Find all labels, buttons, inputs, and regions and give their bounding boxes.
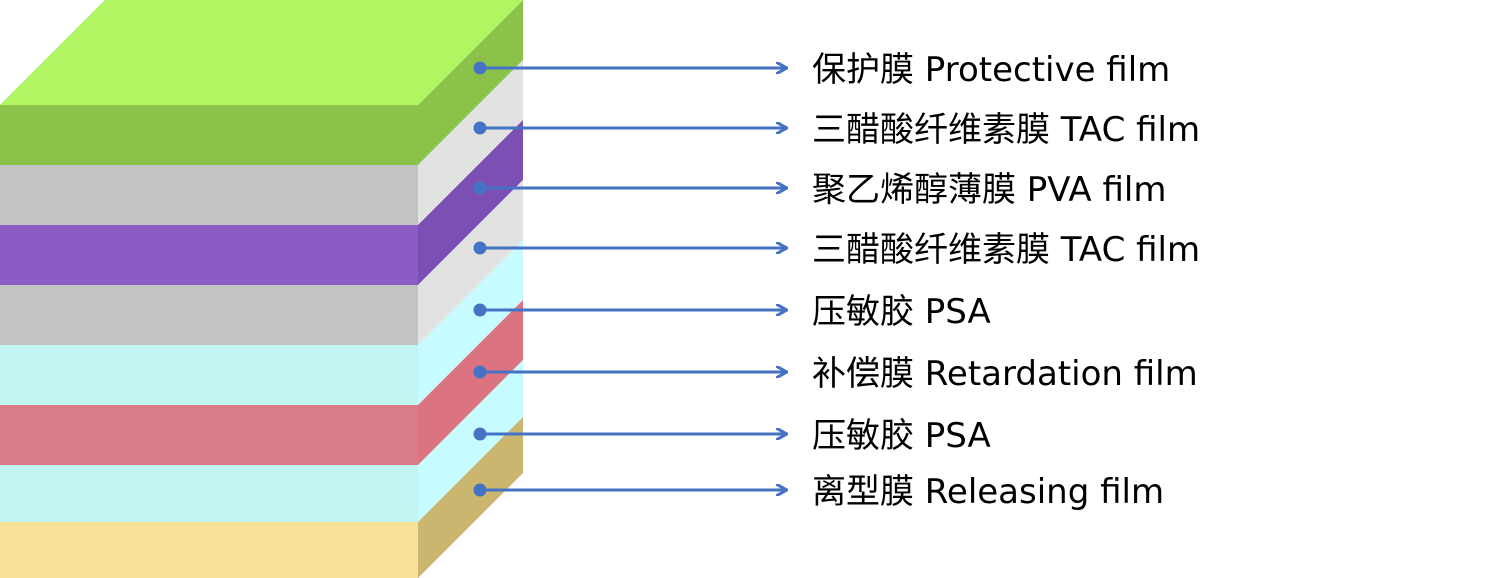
layer-side-3 xyxy=(418,120,523,285)
layer-side-7 xyxy=(418,360,523,522)
layer-front-faces xyxy=(0,105,418,578)
layer-front-1 xyxy=(0,105,418,165)
callout-dot-5 xyxy=(473,303,487,317)
layer-label-3: 聚乙烯醇薄膜 PVA film xyxy=(812,170,1166,210)
layer-side-2 xyxy=(418,60,523,225)
callout-dot-6 xyxy=(473,365,487,379)
layer-labels: 保护膜 Protective film 三醋酸纤维素膜 TAC film 聚乙烯醇薄… xyxy=(812,50,1200,512)
layer-front-3 xyxy=(0,225,418,285)
layer-side-faces xyxy=(418,0,523,578)
callout-dot-7 xyxy=(473,427,487,441)
layer-label-7: 压敏胶 PSA xyxy=(812,416,991,456)
layer-front-2 xyxy=(0,165,418,225)
layer-label-1: 保护膜 Protective film xyxy=(812,50,1170,90)
callout-dot-4 xyxy=(473,241,487,255)
layer-top-face xyxy=(0,0,523,105)
layer-label-4: 三醋酸纤维素膜 TAC film xyxy=(812,230,1200,270)
callout-arrows xyxy=(473,61,787,497)
layer-front-6 xyxy=(0,405,418,465)
layer-side-5 xyxy=(418,240,523,405)
layer-front-7 xyxy=(0,465,418,522)
layer-label-2: 三醋酸纤维素膜 TAC film xyxy=(812,110,1200,150)
layer-label-6: 补偿膜 Retardation film xyxy=(812,354,1198,394)
layer-side-1 xyxy=(418,0,523,165)
callout-dot-8 xyxy=(473,483,487,497)
layer-top-1 xyxy=(0,0,523,105)
layer-front-8 xyxy=(0,522,418,578)
callout-dot-1 xyxy=(473,61,487,75)
layer-side-4 xyxy=(418,180,523,345)
callout-dot-3 xyxy=(473,181,487,195)
layer-side-8 xyxy=(418,417,523,578)
layer-front-4 xyxy=(0,285,418,345)
layer-side-6 xyxy=(418,300,523,465)
layer-front-5 xyxy=(0,345,418,405)
callout-dot-2 xyxy=(473,121,487,135)
layer-label-5: 压敏胶 PSA xyxy=(812,292,991,332)
layer-label-8: 离型膜 Releasing film xyxy=(812,472,1164,512)
